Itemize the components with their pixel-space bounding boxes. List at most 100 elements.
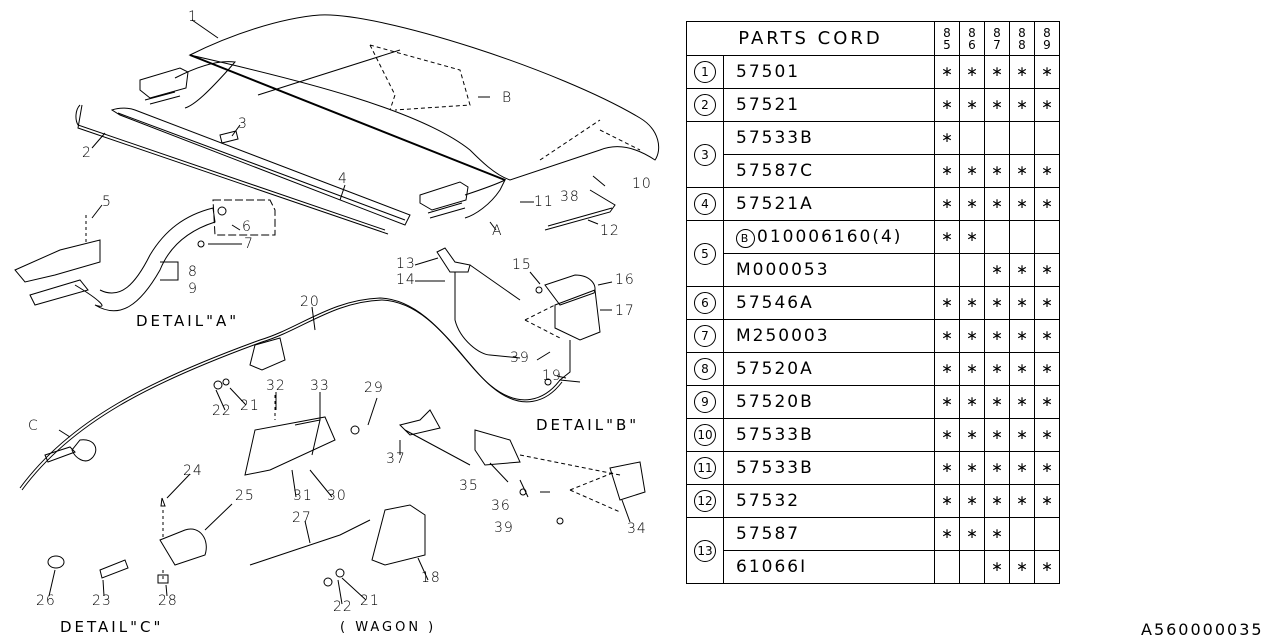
ref-number-cell: 3: [686, 121, 724, 188]
callout-19: 19: [542, 368, 562, 384]
callout-13: 13: [396, 256, 416, 272]
year-applicability-cell: ∗: [934, 286, 960, 320]
callout-1: 1: [188, 9, 198, 25]
year-applicability-cell: ∗: [984, 451, 1010, 485]
part-code-cell: 57546A: [723, 286, 935, 320]
detail-b-caption: DETAIL"B": [536, 416, 640, 434]
wagon-caption: ( WAGON ): [340, 620, 437, 635]
callout-27: 27: [292, 510, 312, 526]
callout-31: 31: [293, 488, 313, 504]
year-applicability-cell: ∗: [1034, 451, 1060, 485]
year-applicability-cell: ∗: [1009, 88, 1035, 122]
part-code-cell: 57520B: [723, 385, 935, 419]
year-applicability-cell: ∗: [1034, 55, 1060, 89]
ref-b-label: B: [502, 90, 513, 106]
callout-39b: 39: [494, 520, 514, 536]
year-applicability-cell: ∗: [1009, 385, 1035, 419]
callout-39a: 39: [510, 350, 530, 366]
table-title: PARTS CORD: [686, 21, 935, 56]
part-code: 57533B: [736, 458, 814, 478]
part-code: 57520B: [736, 392, 814, 412]
latch-drawing: [213, 337, 286, 390]
detail-c-caption: DETAIL"C": [60, 618, 164, 636]
part-code: M250003: [736, 326, 830, 346]
year-applicability-cell: [1034, 220, 1060, 254]
ref-number-cell: 8: [686, 352, 724, 386]
year-applicability-cell: ∗: [1009, 187, 1035, 221]
year-applicability-cell: ∗: [984, 286, 1010, 320]
year-applicability-cell: ∗: [934, 319, 960, 353]
ref-a-label: A: [492, 223, 503, 239]
ref-number-circle: 2: [694, 94, 716, 116]
callout-33: 33: [310, 378, 330, 394]
handle-drawing: [244, 395, 360, 476]
ref-number-cell: 10: [686, 418, 724, 452]
part-code: 57520A: [736, 359, 814, 379]
leader-lines: [48, 19, 631, 605]
callout-34: 34: [627, 521, 647, 537]
year-applicability-cell: ∗: [1034, 187, 1060, 221]
callout-37: 37: [386, 451, 406, 467]
year-applicability-cell: ∗: [959, 385, 985, 419]
year-applicability-cell: ∗: [1034, 286, 1060, 320]
year-applicability-cell: ∗: [984, 154, 1010, 188]
part-code: 57532: [736, 491, 801, 511]
callout-17: 17: [615, 303, 635, 319]
year-applicability-cell: [984, 121, 1010, 155]
year-applicability-cell: ∗: [1034, 253, 1060, 287]
year-applicability-cell: ∗: [984, 517, 1010, 551]
year-applicability-cell: ∗: [959, 220, 985, 254]
detail-c-drawing: [47, 497, 207, 584]
year-applicability-cell: ∗: [959, 451, 985, 485]
lock-c-drawing: [44, 439, 97, 463]
callout-30: 30: [327, 488, 347, 504]
year-applicability-cell: ∗: [934, 418, 960, 452]
year-applicability-cell: ∗: [984, 484, 1010, 518]
part-code: 57521A: [736, 194, 814, 214]
year-applicability-cell: ∗: [934, 220, 960, 254]
year-applicability-cell: ∗: [1009, 319, 1035, 353]
torsion-bar-drawing: [75, 104, 389, 235]
year-applicability-cell: ∗: [959, 319, 985, 353]
year-applicability-cell: ∗: [1009, 352, 1035, 386]
callout-7: 7: [244, 236, 254, 252]
year-applicability-cell: ∗: [934, 55, 960, 89]
callout-16: 16: [615, 272, 635, 288]
year-applicability-cell: ∗: [934, 451, 960, 485]
callout-14: 14: [396, 272, 416, 288]
ref-number-cell: 11: [686, 451, 724, 485]
part-code: 57546A: [736, 293, 814, 313]
year-applicability-cell: ∗: [1034, 319, 1060, 353]
strip-drawing: [544, 189, 616, 231]
year-applicability-cell: ∗: [1009, 418, 1035, 452]
year-applicability-cell: ∗: [959, 55, 985, 89]
year-applicability-cell: ∗: [1009, 550, 1035, 584]
ref-number-cell: 6: [686, 286, 724, 320]
year-applicability-cell: [1034, 517, 1060, 551]
year-applicability-cell: ∗: [1034, 550, 1060, 584]
callout-6: 6: [242, 219, 252, 235]
year-applicability-cell: ∗: [934, 154, 960, 188]
callout-15: 15: [512, 257, 532, 273]
callout-28: 28: [158, 593, 178, 609]
ref-number-cell: 7: [686, 319, 724, 353]
year-applicability-cell: ∗: [984, 319, 1010, 353]
part-code: 57587C: [736, 161, 814, 181]
callout-35: 35: [459, 478, 479, 494]
year-applicability-cell: ∗: [934, 352, 960, 386]
callout-26: 26: [36, 593, 56, 609]
